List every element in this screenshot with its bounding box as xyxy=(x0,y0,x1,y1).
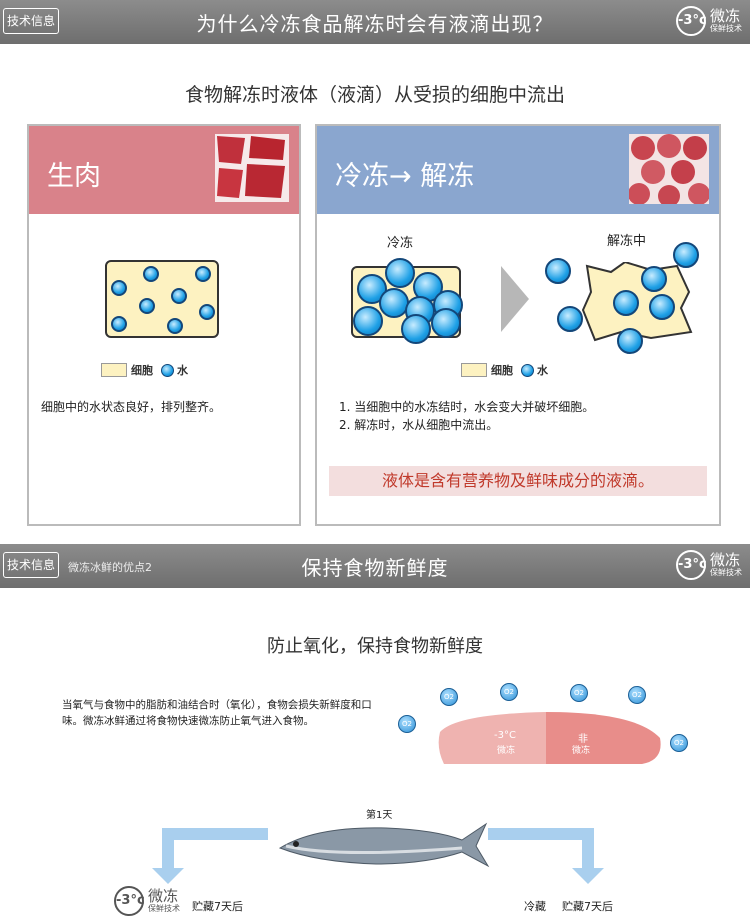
transition-arrow-icon xyxy=(501,266,531,336)
water-drop xyxy=(545,258,571,284)
ice-crystal xyxy=(385,258,415,288)
water-drop xyxy=(649,294,675,320)
water-dot xyxy=(195,266,211,282)
header-bar-2: 技术信息 微冻冰鲜的优点2 保持食物新鲜度 -3°c 微冻 保鲜技术 xyxy=(0,544,750,588)
bottom-left-logo: -3°c 微冻 保鲜技术 xyxy=(114,886,180,916)
non-microfreeze-label: 微冻 xyxy=(572,746,591,756)
water-dot xyxy=(111,280,127,296)
meat-image xyxy=(215,134,289,202)
microfreeze-temp: -3°C xyxy=(494,730,516,741)
card-title: 生肉 xyxy=(47,161,101,192)
section-title: 保持食物新鲜度 xyxy=(301,556,449,580)
water-drop xyxy=(617,328,643,354)
logo-name: 微冻 xyxy=(710,551,741,569)
oxygen-icon: O2 xyxy=(628,686,646,704)
logo-mark: -3°c xyxy=(676,6,707,36)
oxygen-icon: O2 xyxy=(500,683,518,701)
page-title: 为什么冷冻食品解冻时会有液滴出现？ xyxy=(196,12,554,36)
cell-diagram xyxy=(105,260,219,338)
logo-sub: 保鲜技术 xyxy=(710,24,742,33)
legend: 细胞 水 xyxy=(101,362,188,378)
brand-logo: -3°c 微冻 保鲜技术 xyxy=(676,6,742,36)
water-drop xyxy=(673,242,699,268)
water-dot xyxy=(143,266,159,282)
after-7-days-label: 贮藏7天后 xyxy=(192,900,243,913)
card-header: 生肉 xyxy=(29,126,299,214)
oxygen-icon: O2 xyxy=(570,684,588,702)
card-header: 冷冻→ 解冻 xyxy=(317,126,719,214)
section-subtitle: 微冻冰鲜的优点2 xyxy=(68,561,152,574)
logo-name: 微冻 xyxy=(710,7,741,25)
header-bar-1: 技术信息 为什么冷冻食品解冻时会有液滴出现？ -3°c 微冻 保鲜技术 xyxy=(0,0,750,44)
logo-sub: 保鲜技术 xyxy=(710,568,742,577)
food-blob xyxy=(436,708,666,770)
point-2: 2. 解冻时，水从细胞中流出。 xyxy=(339,418,499,432)
tech-info-tag: 技术信息 xyxy=(3,552,59,578)
left-flow-arrow-icon xyxy=(148,826,272,888)
ice-crystal xyxy=(401,314,431,344)
oxygen-icon: O2 xyxy=(440,688,458,706)
brand-logo: -3°c 微冻 保鲜技术 xyxy=(676,550,742,580)
right-flow-arrow-icon xyxy=(488,826,612,888)
legend: 细胞 水 xyxy=(461,362,548,378)
ice-crystal xyxy=(353,306,383,336)
oxygen-icon: O2 xyxy=(398,715,416,733)
fish-image xyxy=(276,818,490,874)
non-label: 非 xyxy=(578,734,588,745)
section-heading: 食物解冻时液体（液滴）从受损的细胞中流出 xyxy=(184,84,565,106)
point-1: 1. 当细胞中的水冻结时，水会变大并破坏细胞。 xyxy=(339,400,595,414)
card-caption: 细胞中的水状态良好，排列整齐。 xyxy=(41,400,222,414)
raw-meat-card: 生肉 细胞 水 细胞中的水状态良好，排列整齐。 xyxy=(27,124,301,526)
frozen-label: 冷冻 xyxy=(387,236,414,251)
thawing-label: 解冻中 xyxy=(607,234,647,249)
water-drop xyxy=(613,290,639,316)
freeze-thaw-card: 冷冻→ 解冻 冷冻 解冻中 xyxy=(315,124,721,526)
logo-mark: -3°c xyxy=(676,550,707,580)
card-title: 冷冻→ 解冻 xyxy=(335,161,475,192)
water-drop xyxy=(557,306,583,332)
water-drop xyxy=(641,266,667,292)
day-1-label: 第1天 xyxy=(366,810,393,821)
oxygen-icon: O2 xyxy=(670,734,688,752)
after-7-days-label-right: 贮藏7天后 xyxy=(562,900,613,913)
water-dot xyxy=(199,304,215,320)
ice-crystal xyxy=(431,308,461,338)
water-dot xyxy=(139,298,155,314)
water-dot xyxy=(167,318,183,334)
tech-info-tag: 技术信息 xyxy=(3,8,59,34)
refrigerated-label: 冷藏 xyxy=(524,900,546,913)
section-heading: 防止氧化，保持食物新鲜度 xyxy=(267,636,483,657)
water-dot xyxy=(111,316,127,332)
water-dot xyxy=(171,288,187,304)
microfreeze-label: 微冻 xyxy=(497,746,516,756)
oxidation-description: 当氧气与食物中的脂肪和油结合时（氧化），食物会损失新鲜度和口味。微冻冰鲜通过将食… xyxy=(62,699,372,727)
highlight-note: 液体是含有营养物及鲜味成分的液滴。 xyxy=(329,466,707,496)
frozen-meat-image xyxy=(629,134,709,204)
